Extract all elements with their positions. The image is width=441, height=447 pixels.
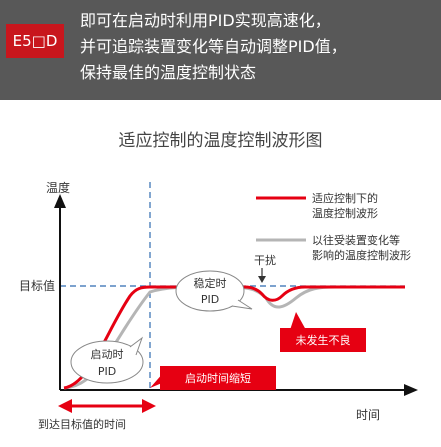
y-axis-label: 温度 xyxy=(46,180,70,195)
startup-pid-line-1: 启动时 xyxy=(91,348,124,361)
banner-line-1: 即可在启动时利用PID实现高速化， xyxy=(80,11,331,30)
legend-gray-text-1: 以往受装置变化等 xyxy=(312,233,400,247)
startup-shortened-callout xyxy=(160,366,276,390)
startup-pid-bubble xyxy=(70,340,144,384)
reach-time-label: 到达目标值的时间 xyxy=(38,417,126,431)
startup-pid-bubble-tail xyxy=(129,336,144,356)
legend-red-text-2: 温度控制波形 xyxy=(312,206,378,220)
banner-text: 即可在启动时利用PID实现高速化， 并可追踪装置变化等自动调整PID值， 保持最… xyxy=(80,8,347,86)
figure-title: 适应控制的温度控制波形图 xyxy=(118,131,323,151)
stable-pid-bubble-tail xyxy=(231,299,253,310)
banner-line-3: 保持最佳的温度控制状态 xyxy=(80,63,257,82)
header-banner: E5□D 即可在启动时利用PID实现高速化， 并可追踪装置变化等自动调整PID值… xyxy=(0,0,441,100)
x-axis-label: 时间 xyxy=(356,408,380,422)
no-failure-text: 未发生不良 xyxy=(296,333,351,347)
disturbance-arrow-head xyxy=(258,276,266,283)
model-badge: E5□D xyxy=(6,24,64,58)
stable-pid-line-2: PID xyxy=(201,293,219,306)
red-waveform xyxy=(63,285,405,390)
startup-shortened-text: 启动时间缩短 xyxy=(185,371,251,385)
stable-pid-line-1: 稳定时 xyxy=(194,276,227,290)
y-axis-arrow xyxy=(54,194,66,208)
reach-time-arrow-left xyxy=(58,399,72,413)
disturbance-label: 干扰 xyxy=(254,253,276,267)
no-failure-callout xyxy=(280,328,366,352)
banner-line-2: 并可追踪装置变化等自动调整PID值， xyxy=(80,37,347,56)
legend-gray-text-2: 影响的温度控制波形 xyxy=(312,248,411,262)
reach-time-arrow-right xyxy=(142,399,156,413)
no-failure-callout-tail xyxy=(290,312,306,330)
x-axis-arrow xyxy=(404,384,418,396)
startup-pid-line-2: PID xyxy=(98,365,116,378)
legend-red-text-1: 适应控制下的 xyxy=(312,191,378,205)
stable-pid-bubble xyxy=(175,270,245,312)
target-label: 目标值 xyxy=(19,278,55,293)
